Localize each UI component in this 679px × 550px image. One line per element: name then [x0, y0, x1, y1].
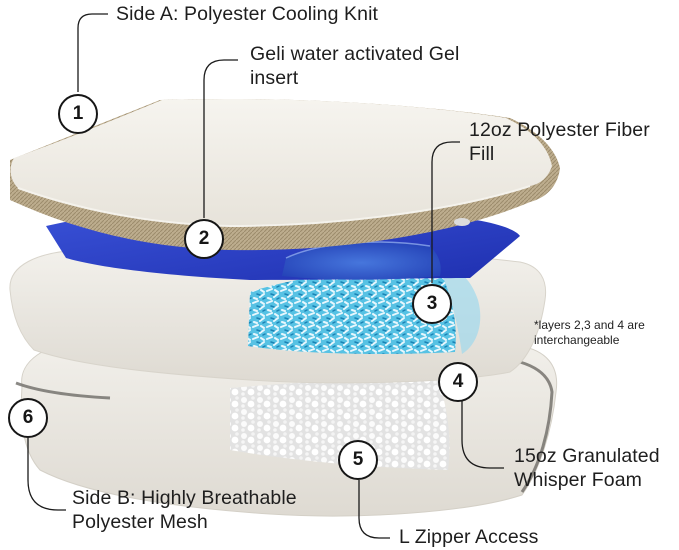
- label-side-a: Side A: Polyester Cooling Knit: [116, 2, 378, 26]
- label-fiber-fill-line-2: Fill: [469, 143, 495, 165]
- label-zipper-line: L Zipper Access: [399, 526, 539, 548]
- interchangeable-note-line-2: interchangeable: [534, 333, 620, 347]
- label-gel-insert: Geli water activated Gel insert: [250, 42, 459, 90]
- label-zipper: L Zipper Access: [399, 525, 539, 549]
- leader-line-2: [203, 59, 238, 218]
- leader-line-1: [77, 13, 108, 92]
- callout-badge-5: 5: [338, 440, 378, 480]
- leader-line-3: [431, 141, 460, 283]
- interchangeable-note: *layers 2,3 and 4 are interchangeable: [534, 318, 645, 348]
- leader-line-4: [461, 400, 504, 469]
- label-gel-insert-line-2: insert: [250, 67, 299, 89]
- leader-line-6: [27, 438, 66, 511]
- callout-badge-4: 4: [438, 362, 478, 402]
- label-gel-insert-line-1: Geli water activated Gel: [250, 43, 460, 65]
- label-whisper-foam: 15oz Granulated Whisper Foam: [514, 444, 660, 492]
- label-side-b-line-2: Polyester Mesh: [72, 511, 208, 533]
- leader-lines: [27, 13, 504, 539]
- callout-badge-2: 2: [184, 219, 224, 259]
- top-cover-shape: [10, 98, 560, 251]
- label-fiber-fill: 12oz Polyester Fiber Fill: [469, 118, 650, 166]
- callout-badge-3: 3: [412, 284, 452, 324]
- leader-line-5: [358, 480, 390, 539]
- callout-badge-1: 1: [58, 94, 98, 134]
- label-whisper-foam-line-2: Whisper Foam: [514, 469, 642, 491]
- middle-pillow-shape: [9, 246, 547, 384]
- label-fiber-fill-line-1: 12oz Polyester Fiber: [469, 119, 650, 141]
- label-side-b: Side B: Highly Breathable Polyester Mesh: [72, 486, 297, 534]
- label-side-b-line-1: Side B: Highly Breathable: [72, 487, 297, 509]
- callout-badge-6: 6: [8, 398, 48, 438]
- label-side-a-line: Side A: Polyester Cooling Knit: [116, 3, 379, 25]
- label-whisper-foam-line-1: 15oz Granulated: [514, 445, 660, 467]
- interchangeable-note-line-1: *layers 2,3 and 4 are: [534, 318, 645, 332]
